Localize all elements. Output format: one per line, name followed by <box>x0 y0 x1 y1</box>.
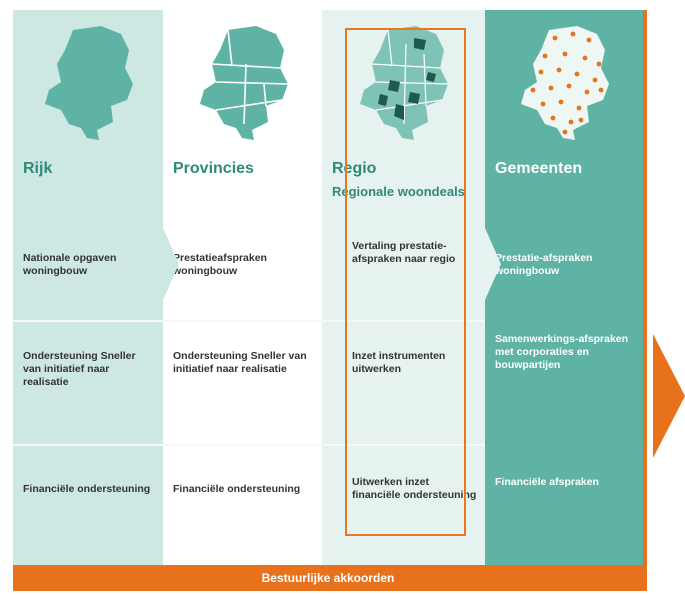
row-divider <box>13 444 485 446</box>
column-title: Regio <box>332 160 377 177</box>
column-rijk: Rijk Nationale opgaven woningbouw Onders… <box>13 10 163 565</box>
municipalities-map-icon <box>521 26 609 140</box>
column-subtitle: Regionale woondeals <box>332 184 465 199</box>
chevron-right-icon <box>485 228 501 300</box>
cell-text: Inzet instrumenten uitwerken <box>352 350 446 375</box>
cell-text: Nationale opgaven woningbouw <box>23 252 117 277</box>
accent-strip <box>643 10 647 591</box>
column-title: Gemeenten <box>495 160 583 177</box>
cell-text: Financiële afspraken <box>495 476 599 488</box>
cell-text: Samenwerkings-afspraken met corporaties … <box>495 333 629 371</box>
row-divider <box>13 320 485 322</box>
cell-text: Ondersteuning Sneller van initiatief naa… <box>173 350 307 375</box>
arrow-right-icon <box>653 334 685 458</box>
column-title: Provincies <box>173 160 254 177</box>
netherlands-map-icon <box>45 26 133 140</box>
footer-bar: Bestuurlijke akkoorden <box>13 565 643 591</box>
cell-text: Uitwerken inzet financiële ondersteuning <box>352 476 477 501</box>
cell-text: Ondersteuning Sneller van initiatief naa… <box>23 350 136 388</box>
cell-text: Prestatieafspraken woningbouw <box>173 252 267 277</box>
cell-text: Vertaling prestatie-afspraken naar regio <box>352 240 456 265</box>
cell-text: Prestatie-afspraken woningbouw <box>495 252 593 277</box>
cell-text: Financiële ondersteuning <box>173 483 301 495</box>
regions-map-icon <box>360 26 449 140</box>
column-regio: Regio Regionale woondeals Vertaling pres… <box>322 10 485 565</box>
chevron-right-icon <box>163 228 179 300</box>
column-title: Rijk <box>23 160 53 177</box>
column-gemeenten: Gemeenten Prestatie-afspraken woningbouw… <box>485 10 643 565</box>
cell-text: Financiële ondersteuning <box>23 483 151 495</box>
provinces-map-icon <box>200 26 289 140</box>
regio-highlight-frame <box>345 28 466 536</box>
column-provincies: Provincies Prestatieafspraken woningbouw… <box>163 10 322 565</box>
